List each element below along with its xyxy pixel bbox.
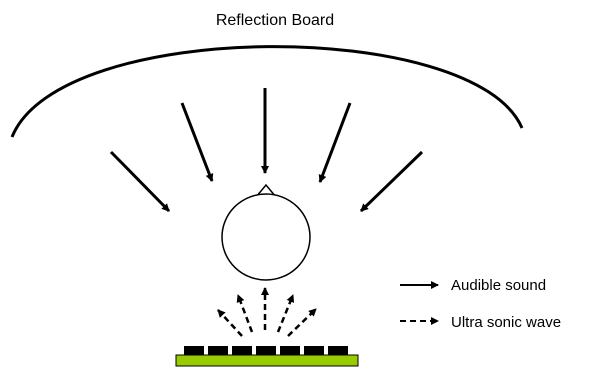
reflection-board-title: Reflection Board xyxy=(216,12,334,29)
transducer-element xyxy=(232,346,252,355)
head-circle xyxy=(222,194,310,280)
transducer-element xyxy=(280,346,300,355)
audible-arrow xyxy=(111,152,169,211)
legend: Audible sound Ultra sonic wave xyxy=(400,277,561,331)
ultrasonic-arrow xyxy=(218,310,242,336)
transducer-element xyxy=(208,346,228,355)
transducer-element xyxy=(304,346,324,355)
ultrasonic-arrow xyxy=(238,295,252,332)
transducer-element xyxy=(328,346,348,355)
audible-arrow xyxy=(320,103,350,182)
transducer-array xyxy=(176,346,358,366)
audible-arrow xyxy=(182,103,212,181)
listener-head xyxy=(222,185,310,280)
legend-ultrasonic-label: Ultra sonic wave xyxy=(451,314,561,331)
circuit-board xyxy=(176,355,358,366)
ultrasonic-arrow xyxy=(278,295,293,332)
audible-arrow xyxy=(361,152,422,211)
legend-audible-label: Audible sound xyxy=(451,277,546,294)
ultrasonic-arrow xyxy=(288,309,316,336)
transducer-element xyxy=(256,346,276,355)
ultrasonic-wave-arrows xyxy=(218,288,316,336)
transducer-element xyxy=(184,346,204,355)
reflection-board-arc xyxy=(12,47,522,137)
